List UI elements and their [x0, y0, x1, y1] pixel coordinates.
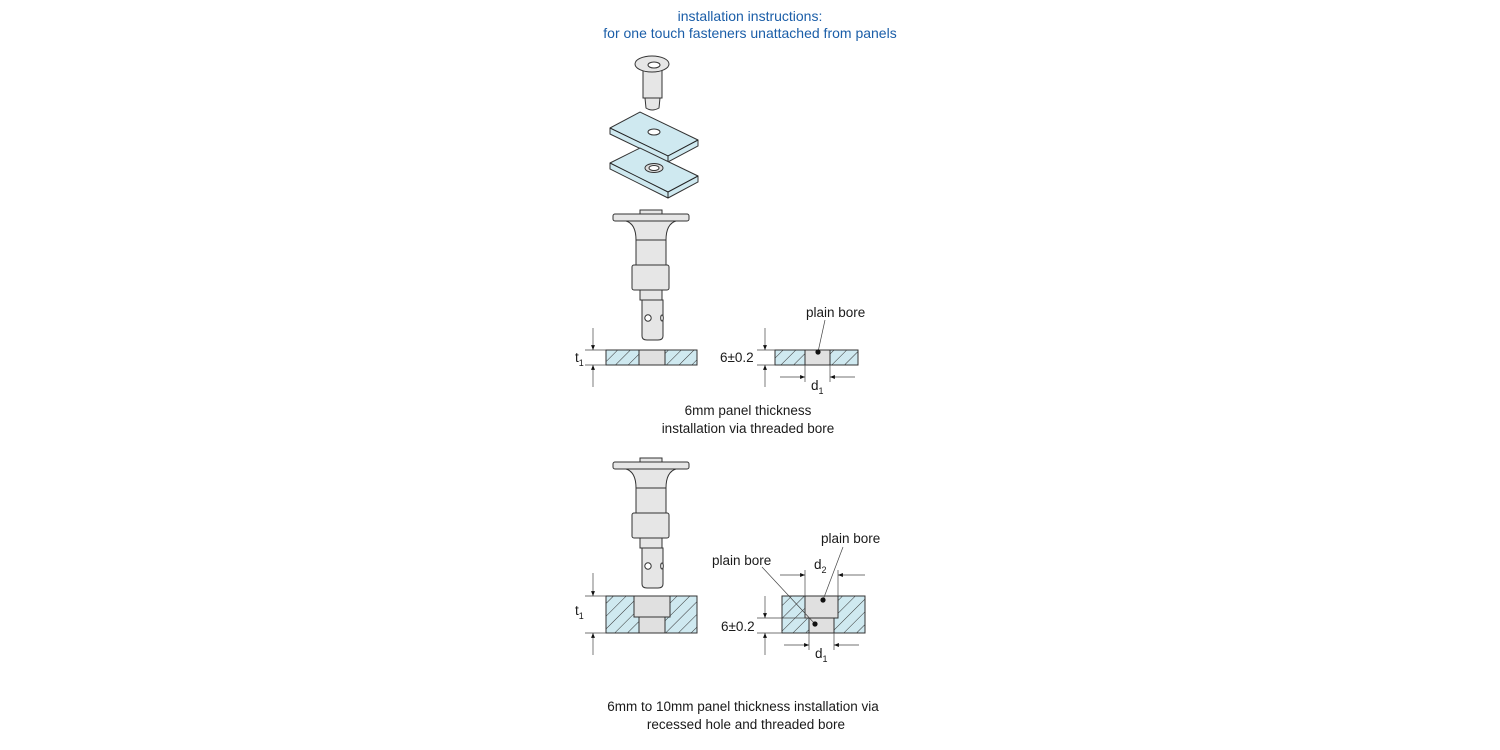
- caption-2-line-2: recessed hole and threaded bore: [647, 717, 845, 732]
- panel-section-threaded: t1: [575, 328, 698, 387]
- fastener-illustration-2: [612, 457, 690, 589]
- small-fastener-illustration: [634, 55, 670, 111]
- caption-1-line-1: 6mm panel thickness: [685, 403, 812, 418]
- tolerance-label-2: 6±0.2: [721, 619, 755, 634]
- t1-dimension-label: t1: [575, 350, 584, 368]
- t1-dimension-label-2: t1: [575, 603, 584, 621]
- plain-bore-label-left: plain bore: [712, 553, 771, 568]
- panel-section-recessed-plain-bore: d2 6±0.2 d1 plain bore plain bore: [712, 531, 880, 664]
- title-line-2: for one touch fasteners unattached from …: [603, 25, 896, 41]
- d1-dimension-label: d1: [811, 378, 824, 396]
- caption-1-line-2: installation via threaded bore: [662, 421, 835, 436]
- caption-2-line-1: 6mm to 10mm panel thickness installation…: [607, 699, 879, 714]
- fastener-illustration-1: [612, 209, 690, 341]
- d1-dimension-label-2: d1: [815, 646, 828, 664]
- tolerance-label: 6±0.2: [720, 350, 754, 365]
- plain-bore-label-top: plain bore: [821, 531, 880, 546]
- panel-plate-top: [609, 111, 699, 163]
- title-line-1: installation instructions:: [678, 8, 823, 24]
- panel-plate-bottom: [609, 147, 699, 199]
- plain-bore-label: plain bore: [806, 305, 865, 320]
- d2-dimension-label: d2: [814, 557, 827, 575]
- panel-section-recessed: t1: [575, 573, 698, 655]
- panel-section-plain-bore: 6±0.2 d1 plain bore: [720, 305, 865, 396]
